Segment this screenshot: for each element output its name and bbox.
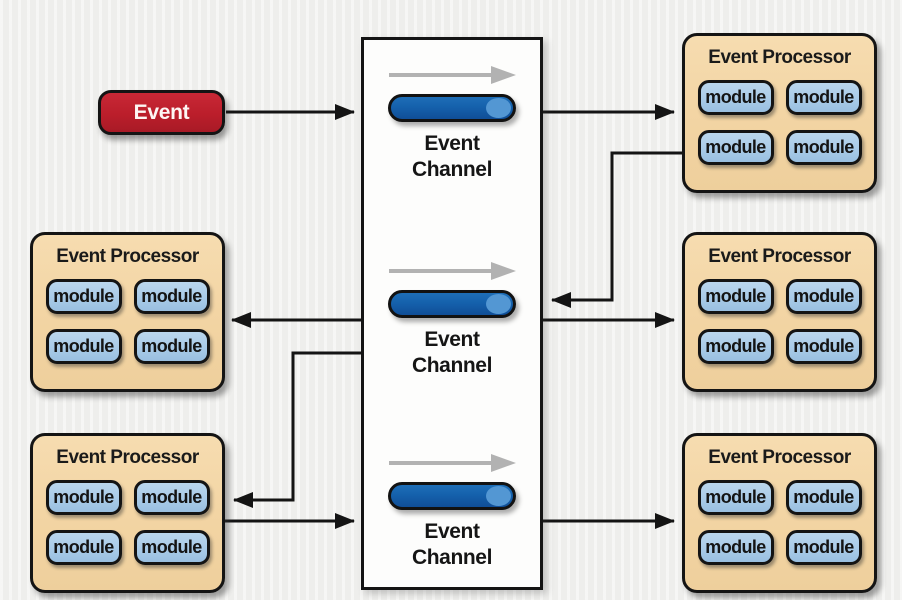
module-grid: module module module module [685, 480, 874, 565]
flow-arrow-icon [389, 454, 516, 472]
event-processor-middle-right: Event Processor module module module mod… [682, 232, 877, 392]
module-pill: module [45, 329, 122, 364]
module-pill: module [697, 480, 774, 515]
processor-title: Event Processor [56, 246, 199, 267]
module-pill: module [133, 530, 210, 565]
event-channel-top: Event Channel [364, 64, 540, 182]
module-pill: module [133, 279, 210, 314]
module-pill: module [697, 279, 774, 314]
channel-label: Event Channel [411, 328, 493, 377]
processor-title: Event Processor [56, 447, 199, 468]
module-pill: module [785, 480, 862, 515]
connector-middle-channel-to-processor-bottom-left [233, 351, 361, 508]
processor-title: Event Processor [708, 246, 851, 267]
module-pill: module [785, 80, 862, 115]
channel-label: Event Channel [411, 520, 493, 569]
connector-processor-top-right-to-middle-channel [551, 151, 683, 308]
module-pill: module [785, 279, 862, 314]
module-grid: module module module module [33, 480, 222, 565]
event-channel-box: Event Channel Event Channel [361, 37, 543, 590]
event-channel-bottom: Event Channel [364, 452, 540, 570]
module-grid: module module module module [685, 279, 874, 364]
event-processor-bottom-left: Event Processor module module module mod… [30, 433, 225, 593]
module-pill: module [785, 530, 862, 565]
event-processor-top-right: Event Processor module module module mod… [682, 33, 877, 193]
module-pill: module [785, 329, 862, 364]
event-processor-bottom-right: Event Processor module module module mod… [682, 433, 877, 593]
pill-cap [486, 486, 511, 506]
module-pill: module [133, 329, 210, 364]
channel-pill [388, 94, 516, 122]
channel-pill [388, 482, 516, 510]
event-source-label: Event [133, 100, 190, 124]
module-pill: module [785, 130, 862, 165]
module-grid: module module module module [33, 279, 222, 364]
pill-cap [486, 294, 511, 314]
module-pill: module [45, 480, 122, 515]
module-pill: module [45, 530, 122, 565]
processor-title: Event Processor [708, 47, 851, 68]
channel-pill [388, 290, 516, 318]
event-channel-middle: Event Channel [364, 260, 540, 378]
module-pill: module [697, 329, 774, 364]
flow-arrow-icon [389, 66, 516, 84]
pill-cap [486, 98, 511, 118]
event-source-pill: Event [98, 90, 225, 135]
channel-label: Event Channel [411, 132, 493, 181]
module-pill: module [697, 80, 774, 115]
module-grid: module module module module [685, 80, 874, 165]
processor-title: Event Processor [708, 447, 851, 468]
module-pill: module [133, 480, 210, 515]
module-pill: module [697, 130, 774, 165]
module-pill: module [45, 279, 122, 314]
module-pill: module [697, 530, 774, 565]
flow-arrow-icon [389, 262, 516, 280]
event-processor-middle-left: Event Processor module module module mod… [30, 232, 225, 392]
